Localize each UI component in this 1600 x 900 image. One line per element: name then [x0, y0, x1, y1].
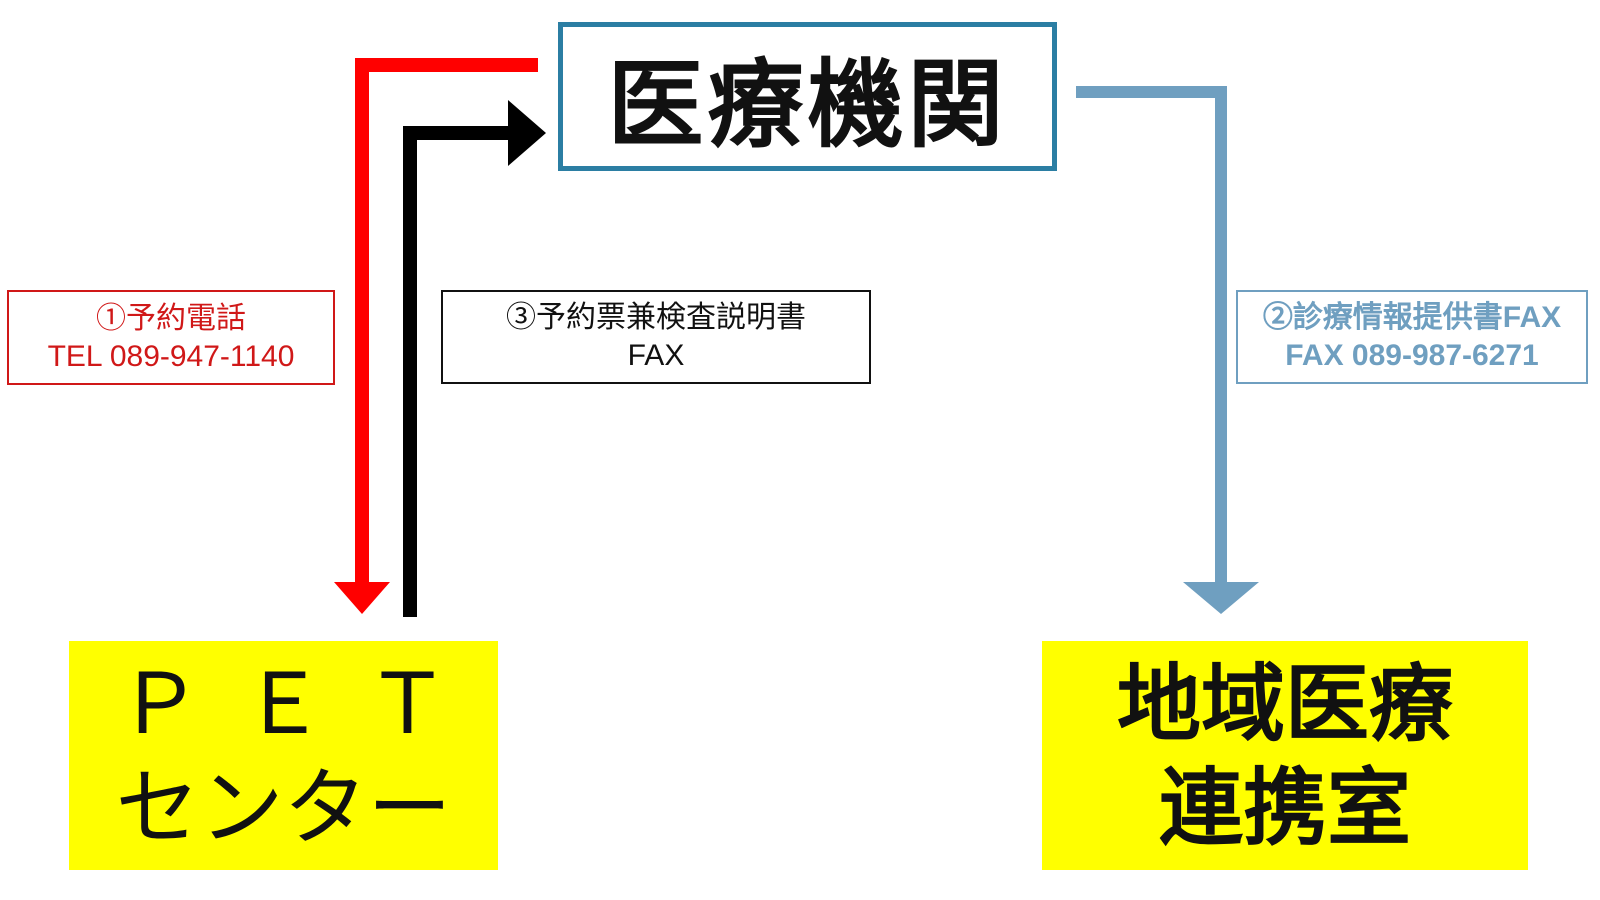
regional-liaison-line2: 連携室 — [1158, 758, 1411, 857]
step1-title: ①予約電話 — [96, 301, 246, 335]
regional-liaison-line1: 地域医療 — [1116, 654, 1453, 753]
arrow-step1-red — [355, 58, 538, 585]
step3-contact: FAX — [627, 339, 685, 372]
arrowhead-blue — [1183, 582, 1259, 614]
step3-title: ③予約票兼検査説明書 — [506, 301, 806, 334]
step3-label: ③予約票兼検査説明書 FAX — [441, 290, 871, 384]
step2-title: ②診療情報提供書FAX — [1262, 301, 1562, 334]
arrow-step3-black — [403, 126, 512, 617]
step2-label: ②診療情報提供書FAX FAX 089-987-6271 — [1236, 290, 1588, 384]
arrowhead-black — [508, 100, 546, 166]
pet-center-node: ＰＥＴ センター — [69, 641, 498, 870]
pet-center-line1: ＰＥＴ — [117, 654, 490, 753]
regional-liaison-node: 地域医療 連携室 — [1042, 641, 1528, 870]
medical-institution-node: 医療機関 — [558, 22, 1057, 171]
arrowhead-red — [334, 582, 390, 614]
step1-contact: TEL 089-947-1140 — [47, 339, 295, 373]
step1-label: ①予約電話 TEL 089-947-1140 — [7, 290, 335, 385]
step2-contact: FAX 089-987-6271 — [1285, 339, 1539, 372]
pet-center-line2: センター — [115, 758, 452, 857]
arrow-step2-blue — [1076, 86, 1227, 585]
